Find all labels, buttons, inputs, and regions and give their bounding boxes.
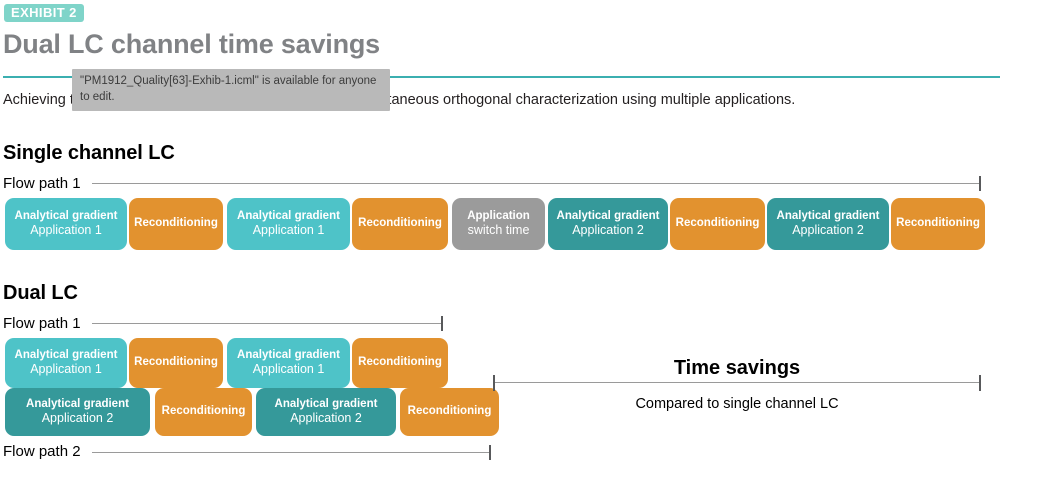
timeline-block-recon: Reconditioning <box>400 388 499 436</box>
timeline-block-line2: Application 1 <box>30 362 102 377</box>
timeline-block-line2: Application 2 <box>572 223 644 238</box>
page-title: Dual LC channel time savings <box>3 29 381 59</box>
timeline-block-recon: Reconditioning <box>891 198 985 250</box>
timeline-block-line2: Application 2 <box>41 411 114 426</box>
timeline-block-line1: Reconditioning <box>134 356 218 369</box>
timeline-block-line1: Reconditioning <box>134 217 218 230</box>
time-savings-subtitle: Compared to single channel LC <box>635 396 839 412</box>
timeline-block-recon: Reconditioning <box>352 198 448 250</box>
time-savings-line <box>494 382 980 383</box>
timeline-block-line1: Reconditioning <box>896 217 980 230</box>
flow-path-line-dual-1 <box>92 323 443 324</box>
flow-path-label-single-1: Flow path 1 <box>3 175 81 192</box>
flow-path-label-dual-1: Flow path 1 <box>3 315 81 332</box>
flow-path-tick-single-1 <box>979 176 981 191</box>
timeline-block-line2: Application 2 <box>290 411 362 426</box>
timeline-block-line1: Analytical gradient <box>237 348 340 361</box>
share-status-tooltip: "PM1912_Quality[63]-Exhib-1.icml" is ava… <box>72 69 390 112</box>
timeline-block-line1: Analytical gradient <box>776 209 880 222</box>
timeline-block-recon: Reconditioning <box>155 388 252 436</box>
time-savings-title: Time savings <box>673 357 801 379</box>
timeline-block-recon: Reconditioning <box>670 198 765 250</box>
timeline-block-line1: Application <box>467 209 530 222</box>
flow-path-line-single-1 <box>92 183 980 184</box>
timeline-block-line1: Analytical gradient <box>14 209 118 222</box>
flow-path-line-dual-2 <box>92 452 490 453</box>
timeline-block-line1: Analytical gradient <box>274 397 378 410</box>
timeline-block-line1: Reconditioning <box>407 405 492 418</box>
timeline-block-line1: Reconditioning <box>675 217 760 230</box>
timeline-block-line2: Application 1 <box>252 223 325 238</box>
time-savings-tick-right <box>979 375 981 391</box>
timeline-block-line1: Analytical gradient <box>556 209 660 222</box>
timeline-block-line2: switch time <box>467 223 530 238</box>
timeline-block-line1: Analytical gradient <box>14 348 118 361</box>
section-heading-single-channel: Single channel LC <box>3 142 175 164</box>
timeline-block-line1: Reconditioning <box>358 217 442 230</box>
section-heading-dual-lc: Dual LC <box>3 282 78 304</box>
title-divider <box>3 76 1000 78</box>
timeline-block-line2: Application 1 <box>252 362 325 377</box>
timeline-block-line2: Application 1 <box>30 223 102 238</box>
timeline-block-line1: Reconditioning <box>161 405 246 418</box>
timeline-block-line1: Analytical gradient <box>26 397 129 410</box>
timeline-block-line2: Application 2 <box>792 223 864 238</box>
timeline-block-recon: Reconditioning <box>129 338 223 388</box>
time-savings-tick-left <box>493 375 495 391</box>
timeline-block-recon: Reconditioning <box>129 198 223 250</box>
flow-path-tick-dual-2 <box>489 445 491 460</box>
timeline-block-line1: Analytical gradient <box>237 209 340 222</box>
timeline-block-line1: Reconditioning <box>358 356 442 369</box>
timeline-block-recon: Reconditioning <box>352 338 448 388</box>
flow-path-label-dual-2: Flow path 2 <box>3 443 81 460</box>
exhibit-badge: EXHIBIT 2 <box>4 4 84 22</box>
flow-path-tick-dual-1 <box>441 316 443 331</box>
